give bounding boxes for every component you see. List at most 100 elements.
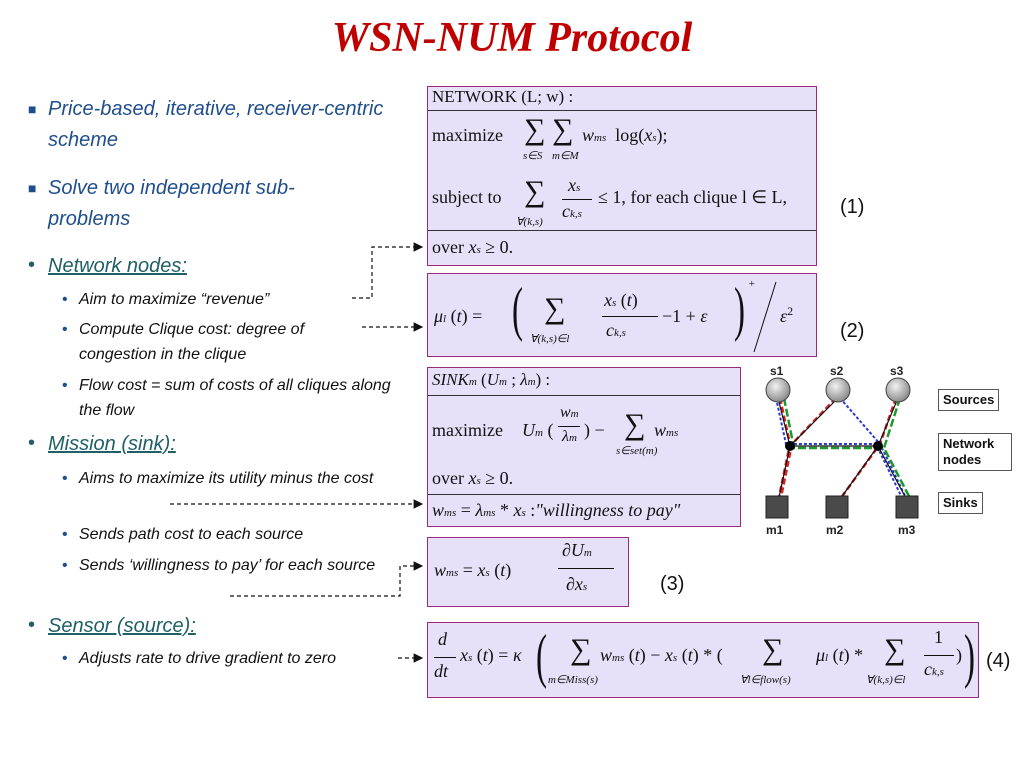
eq1-objective: wms log(xs); (582, 125, 668, 145)
sum-symbol: ∑ (544, 292, 566, 325)
bullet-price-based: ■ Price-based, iterative, receiver-centr… (28, 94, 388, 156)
divider (428, 494, 740, 495)
sum-index: ∀(k,s)∈l (866, 674, 906, 686)
sum-symbol: ∑ (884, 633, 906, 666)
network-diagram: s1 s2 s3 m1 m2 m3 (765, 364, 919, 537)
eq2-lhs: μl (t) = (434, 306, 483, 326)
list-item: • Flow cost = sum of costs of all clique… (62, 373, 407, 423)
equation-sink-box: SINKm (Um ; λm) : maximize Um ( wm λm ) … (427, 367, 741, 527)
list-item: • Sends path cost to each source (62, 522, 407, 547)
eq1-constraint: ≤ 1, for each clique l ∈ L, (598, 187, 787, 207)
equation-number-1: (1) (840, 196, 865, 218)
fraction-bar (558, 426, 580, 427)
sink-maximize: maximize (432, 420, 503, 440)
list-item: • Sends ‘willingness to pay’ for each so… (62, 553, 392, 578)
sink-node (825, 495, 849, 519)
sum-symbol: ∑ (524, 113, 546, 146)
eq3-lhs: wms = xs (t) (434, 560, 512, 580)
equation-number-2: (2) (840, 320, 865, 342)
source-node (885, 377, 911, 403)
fraction-den: λm (562, 428, 577, 445)
network-node (785, 441, 795, 451)
heading-network-nodes: • Network nodes: (28, 251, 187, 282)
equation-rate-box: d dt xs (t) = κ ( ∑ m∈Miss(s) wms (t) − … (427, 622, 979, 698)
eq4-lhs: xs (t) = κ (460, 645, 522, 665)
square-bullet-icon: ■ (28, 101, 37, 117)
heading-mission: • Mission (sink): (28, 429, 176, 460)
network-node (873, 441, 883, 451)
equation-number-3: (3) (660, 573, 685, 595)
list-item: • Aim to maximize “revenue” (62, 287, 382, 312)
sink-over: over xs ≥ 0. (432, 468, 514, 488)
paren-left: ( (536, 623, 547, 689)
sink-weight: wms (654, 420, 679, 440)
legend-network-nodes: Network nodes (938, 433, 1012, 471)
sum-index: m∈Miss(s) (548, 674, 598, 686)
equation-number-4: (4) (986, 650, 1011, 672)
fraction-num: ∂Um (562, 540, 592, 560)
equation-clique-cost-box: μl (t) = ( ∑ ∀(k,s)∈l xs (t) ck,s −1 + ε… (427, 273, 817, 357)
sum-index: ∀(k,s) (516, 216, 543, 228)
bullet-subproblems: ■ Solve two independent sub-problems (28, 173, 368, 235)
sum-index: ∀(k,s)∈l (530, 333, 570, 345)
sink-node (765, 495, 789, 519)
dot-bullet-icon: • (28, 254, 36, 276)
equation-wtp-box: wms = xs (t) ∂Um ∂xs (427, 537, 629, 607)
source-node (825, 377, 851, 403)
fraction-den: ck,s (562, 201, 582, 221)
source-node (765, 377, 791, 403)
eq1-over: over xs ≥ 0. (432, 237, 514, 257)
sum-symbol: ∑ (762, 633, 784, 666)
sink-label: m2 (826, 523, 844, 537)
sum-symbol: ∑ (524, 175, 546, 208)
list-item: • Aims to maximize its utility minus the… (62, 466, 407, 491)
heading-sensor: • Sensor (source): (28, 611, 196, 642)
sink-header: SINKm (Um ; λm) : (432, 370, 551, 389)
eq1-header: NETWORK (L; w) : (432, 87, 574, 106)
page-title: WSN-NUM Protocol (331, 15, 693, 61)
dot-bullet-icon: • (62, 526, 68, 543)
legend-sources: Sources (938, 389, 1000, 411)
sum-symbol: ∑ (624, 408, 646, 441)
sum-index: m∈M (552, 150, 579, 162)
dot-bullet-icon: • (62, 291, 68, 308)
sum-index: s∈S (523, 150, 543, 162)
eq1-subject-to: subject to (432, 187, 502, 207)
fraction-num: 1 (934, 627, 943, 647)
sum-symbol: ∑ (552, 113, 574, 146)
fraction-bar (924, 655, 954, 656)
list-item: • Adjusts rate to drive gradient to zero (62, 646, 407, 671)
fraction-bar (434, 657, 456, 658)
sum-index: s∈set(m) (616, 445, 658, 457)
fraction-den: ck,s (924, 659, 944, 679)
fraction-num: xs (568, 175, 581, 195)
eq2-epsilon-squared: ε2 (780, 304, 794, 326)
divider (428, 230, 816, 231)
paren-right: ) (964, 623, 975, 689)
source-label: s3 (890, 364, 904, 378)
fraction-num: d (438, 629, 447, 649)
dot-bullet-icon: • (62, 470, 68, 487)
fraction-den: ck,s (606, 320, 626, 340)
sink-wtp: wms = λms * xs :"willingness to pay" (432, 500, 681, 520)
divider (428, 395, 740, 396)
fraction-bar (602, 316, 658, 317)
sink-label: m3 (898, 523, 916, 537)
sum-index: ∀l∈flow(s) (740, 674, 791, 686)
fraction-bar (562, 199, 592, 200)
divider (428, 110, 816, 111)
dot-bullet-icon: • (28, 432, 36, 454)
eq4-term1: wms (t) − xs (t) * ( (600, 645, 723, 665)
eq4-term2: μl (t) * (816, 645, 864, 665)
eq1-maximize: maximize (432, 125, 503, 145)
fraction-bar (558, 568, 614, 569)
divide-slash (753, 281, 777, 353)
source-label: s1 (770, 364, 784, 378)
sink-minus: ) − (584, 420, 605, 440)
sink-utility: Um ( (522, 420, 554, 440)
legend-sinks: Sinks (938, 492, 983, 514)
fraction-den: ∂xs (566, 574, 588, 594)
fraction-num: xs (t) (604, 290, 638, 310)
dot-bullet-icon: • (62, 377, 68, 394)
superscript-plus: + (748, 278, 756, 290)
